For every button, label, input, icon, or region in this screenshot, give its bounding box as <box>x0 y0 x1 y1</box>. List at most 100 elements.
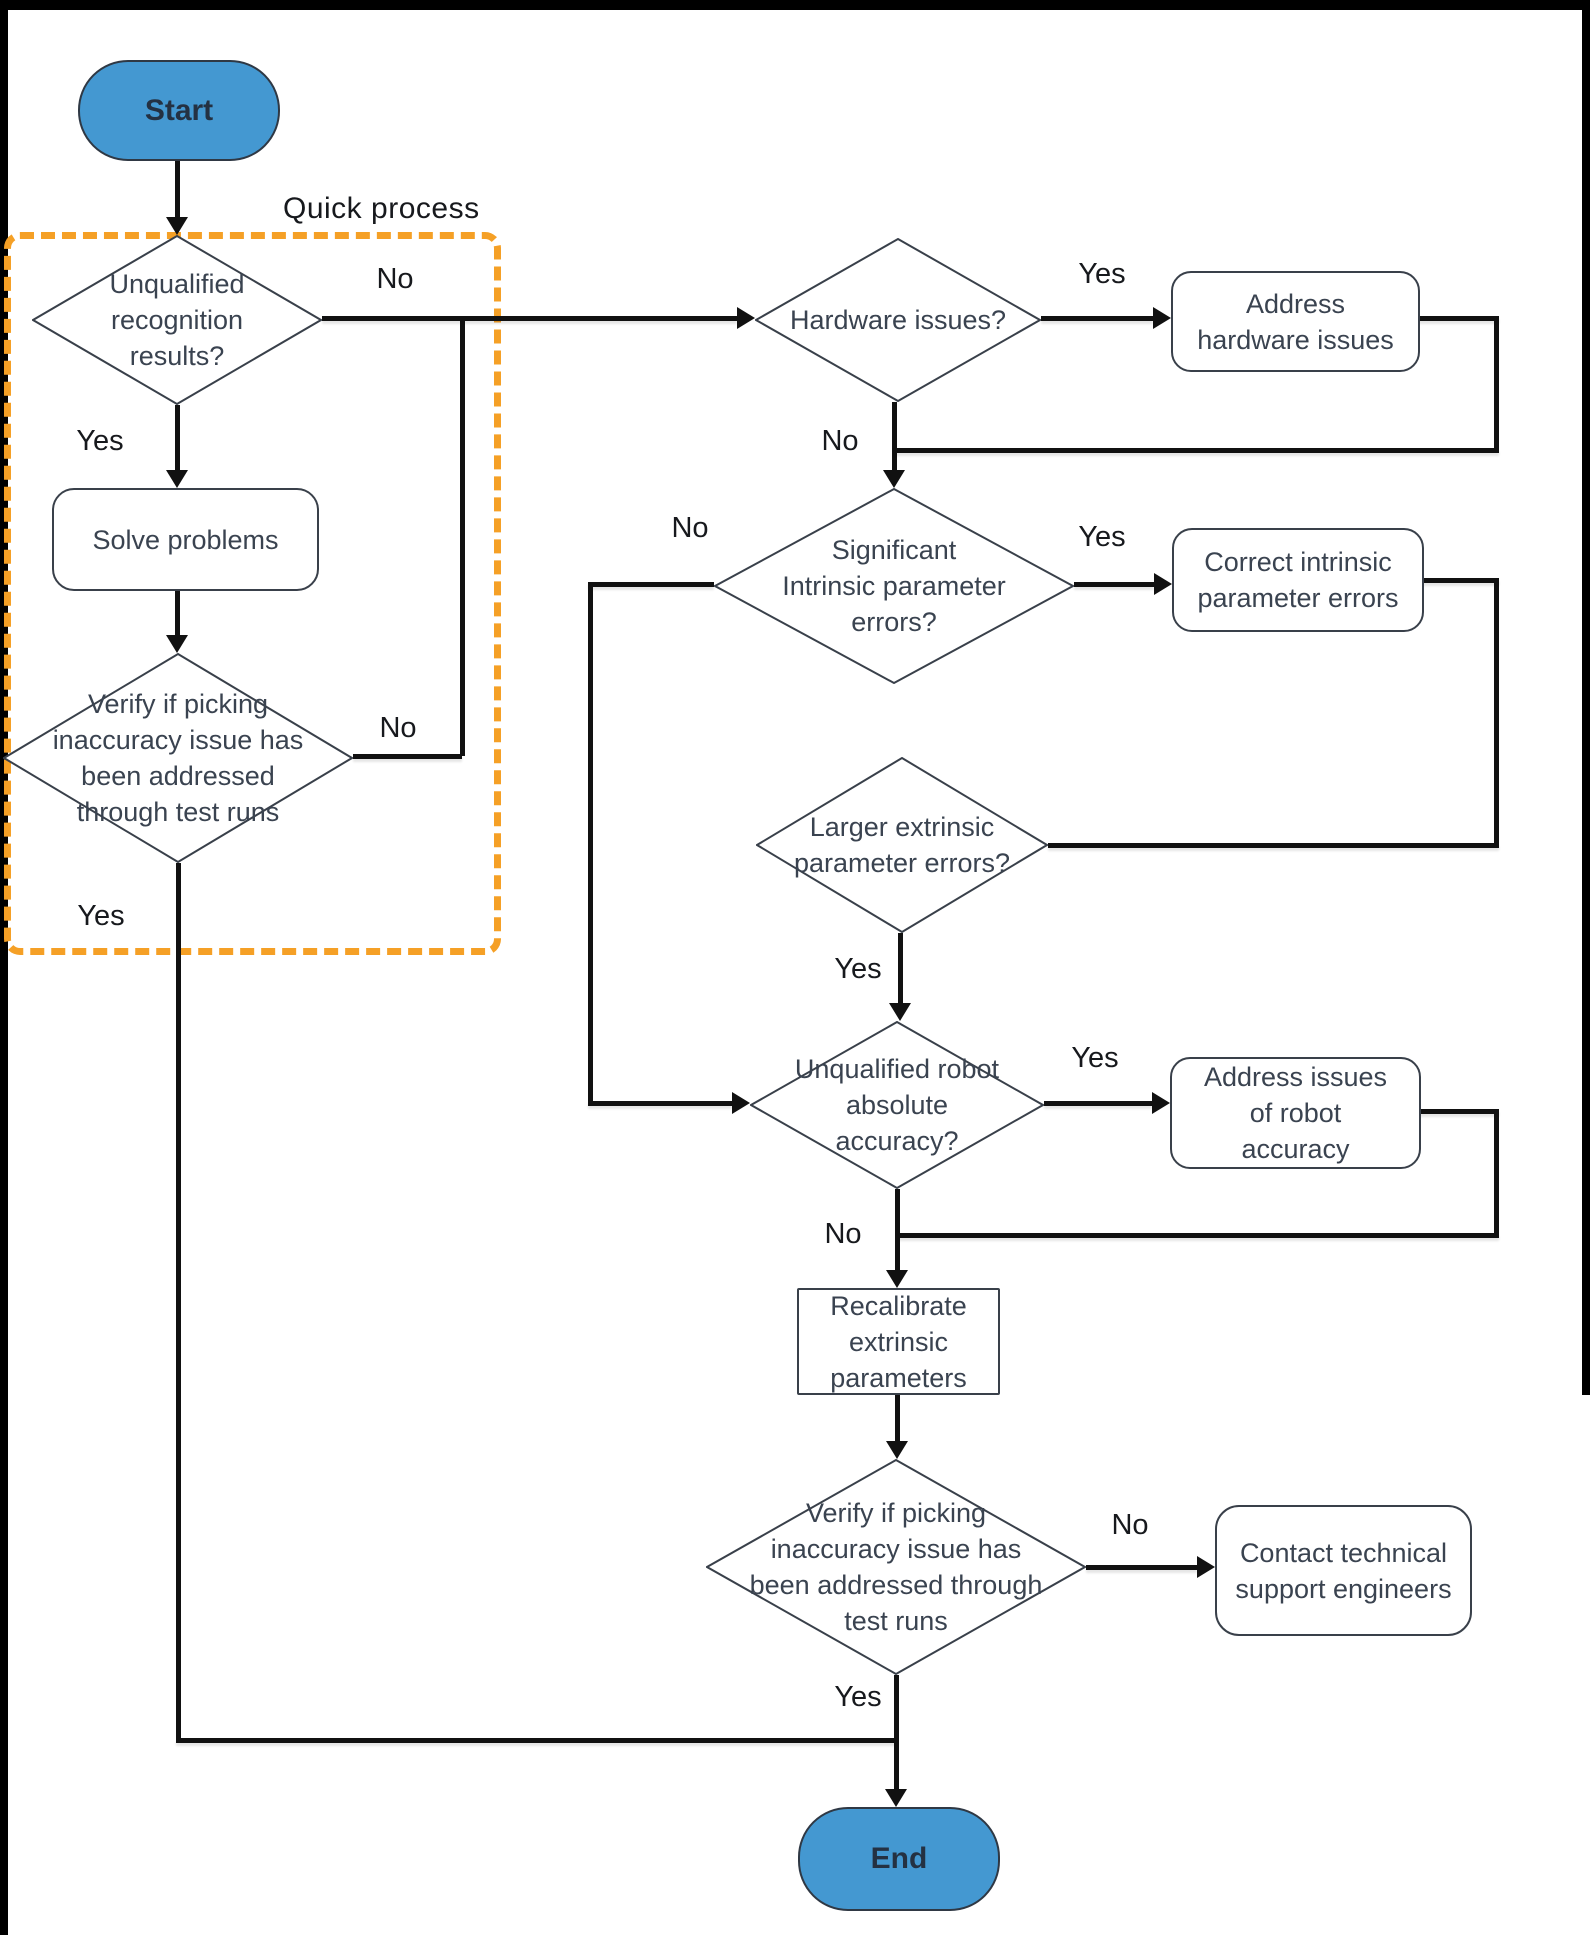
node-text-line: Verify if picking <box>87 689 269 719</box>
flow-line-verify-final-no <box>1086 1565 1197 1570</box>
flow-line-verify-final-yes <box>894 1675 899 1789</box>
flow-line-correct-return <box>1048 843 1499 848</box>
arrowhead-into-correct-intrinsic <box>1154 573 1172 595</box>
node-text-line: Intrinsic parameter <box>782 571 1006 601</box>
diamond-shape <box>32 235 322 405</box>
edge-label-recognition-yes: Yes <box>76 425 124 457</box>
quick-process-group-box <box>4 232 501 955</box>
flow-line-address-robot-down <box>1494 1111 1499 1237</box>
decision-verify-picking-quick: Verify if picking inaccuracy issue has b… <box>3 653 353 863</box>
flow-line-recognition-yes <box>175 405 180 470</box>
node-text-line: Solve problems <box>92 524 279 555</box>
node-text-line: Hardware issues? <box>789 305 1007 335</box>
process-contact-support: Contact technical support engineers <box>1215 1505 1472 1636</box>
edge-label-robot-yes: Yes <box>1071 1042 1119 1074</box>
node-text-line: Unqualified robot <box>794 1054 1000 1084</box>
edge-label-verify-final-no: No <box>1111 1509 1149 1541</box>
end-terminal: End <box>798 1807 1000 1911</box>
decision-hardware-issues: Hardware issues? <box>755 238 1041 402</box>
node-text-line: Larger extrinsic <box>809 812 995 842</box>
flow-line-robot-no <box>895 1189 900 1270</box>
flow-line-hardware-no <box>892 402 897 470</box>
flow-line-address-robot-out <box>1417 1109 1499 1114</box>
node-text-line: parameters <box>830 1362 967 1393</box>
node-text-line: hardware issues <box>1197 324 1394 355</box>
flow-line-intrinsic-no-down <box>588 582 593 1103</box>
process-address-robot-accuracy: Address issues of robot accuracy <box>1170 1057 1421 1169</box>
node-text-line: been addressed through <box>749 1570 1043 1600</box>
decision-unqualified-robot-accuracy: Unqualified robot absolute accuracy? <box>750 1021 1044 1189</box>
diamond-shape <box>3 653 353 863</box>
edge-label-verify-quick-no: No <box>379 712 417 744</box>
flow-line-correct-down <box>1494 580 1499 847</box>
decision-verify-picking-final: Verify if picking inaccuracy issue has b… <box>706 1459 1086 1675</box>
edge-label-hardware-yes: Yes <box>1078 258 1126 290</box>
flow-line-verify-quick-yes-down <box>176 863 181 1742</box>
flow-line-hardware-yes <box>1041 316 1153 321</box>
arrowhead-into-robot-top <box>889 1003 911 1021</box>
flow-line-correct-out <box>1420 578 1499 583</box>
edge-label-robot-no: No <box>824 1218 862 1250</box>
diamond-shape <box>756 757 1048 933</box>
process-correct-intrinsic: Correct intrinsic parameter errors <box>1172 528 1424 632</box>
arrowhead-into-address-robot <box>1152 1092 1170 1114</box>
node-text-line: accuracy? <box>835 1126 959 1156</box>
node-text-line: Significant <box>831 535 957 565</box>
node-text-line: parameter errors <box>1197 583 1399 613</box>
decision-larger-extrinsic: Larger extrinsic parameter errors? <box>756 757 1048 933</box>
flow-line-address-hw-down <box>1494 318 1499 453</box>
node-text-line: been addressed <box>81 761 275 791</box>
arrowhead-into-verify-final <box>886 1441 908 1459</box>
flow-line-robot-yes <box>1044 1101 1152 1106</box>
flow-line-solve-down <box>175 587 180 635</box>
diamond-shape <box>714 488 1074 684</box>
node-text-line: extrinsic <box>848 1326 949 1357</box>
flow-line-verify-quick-no-riser <box>460 318 465 756</box>
node-text-line: errors? <box>851 607 937 637</box>
arrowhead-into-solve <box>166 470 188 488</box>
flow-line-verify-quick-yes-right <box>176 1738 896 1743</box>
node-text-line: Unqualified <box>109 269 245 299</box>
edge-label-intrinsic-no: No <box>671 512 709 544</box>
frame-top-bar <box>0 0 1590 10</box>
process-recalibrate-extrinsic: Recalibrate extrinsic parameters <box>797 1288 1000 1395</box>
node-text-line: Contact technical <box>1239 1537 1448 1568</box>
node-text-line: inaccuracy issue has <box>770 1534 1022 1564</box>
diamond-shape <box>706 1459 1086 1675</box>
node-text-line: parameter errors? <box>793 848 1011 878</box>
arrowhead-into-recalibrate <box>886 1270 908 1288</box>
arrowhead-into-robot <box>732 1092 750 1114</box>
node-text-line: Recalibrate <box>830 1290 967 1321</box>
flow-line-intrinsic-no-right <box>588 1101 732 1106</box>
flow-line-start-down <box>175 157 180 217</box>
arrowhead-into-end <box>885 1789 907 1807</box>
decision-unqualified-recognition: Unqualified recognition results? <box>32 235 322 405</box>
node-text-line: support engineers <box>1235 1573 1452 1604</box>
arrowhead-into-intrinsic <box>883 470 905 488</box>
edge-label-verify-quick-yes: Yes <box>77 900 125 932</box>
node-text-line: Address issues <box>1203 1062 1388 1092</box>
arrowhead-into-hardware <box>737 307 755 329</box>
node-text-line: inaccuracy issue has <box>52 725 304 755</box>
node-text-line: absolute <box>845 1090 949 1120</box>
edge-label-hardware-no: No <box>821 425 859 457</box>
process-solve-problems: Solve problems <box>52 488 319 591</box>
flow-line-intrinsic-yes <box>1074 582 1154 587</box>
frame-right-bar <box>1582 0 1590 1395</box>
frame-left-bar <box>0 0 8 1935</box>
node-text-line: Address <box>1245 288 1346 319</box>
flow-line-address-hw-return <box>894 448 1499 453</box>
flow-line-address-hw-out <box>1416 316 1499 321</box>
node-text-line: results? <box>129 341 225 371</box>
flow-line-verify-quick-no <box>353 754 462 759</box>
arrowhead-into-recognition <box>166 217 188 235</box>
diamond-shape <box>755 238 1041 402</box>
arrowhead-into-contact <box>1197 1556 1215 1578</box>
quick-process-label: Quick process <box>283 192 480 225</box>
edge-label-recognition-no: No <box>376 263 414 295</box>
flow-line-recognition-no <box>322 316 737 321</box>
flow-line-address-robot-return <box>897 1233 1499 1238</box>
edge-label-extrinsic-yes: Yes <box>834 953 882 985</box>
node-text-line: Correct intrinsic <box>1204 547 1392 577</box>
